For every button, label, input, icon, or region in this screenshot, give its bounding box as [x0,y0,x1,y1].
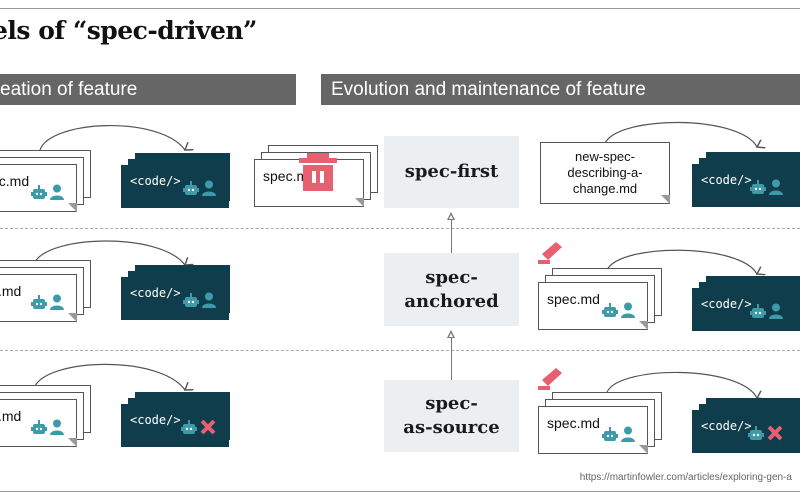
robot-icon [750,180,766,200]
source-url: https://martinfowler.com/articles/explor… [579,472,792,483]
robot-icon [602,303,618,323]
arrow-spec-to-code [39,125,185,150]
doc-sheet: spec.md [538,282,648,330]
authors [181,419,216,440]
diagram-title: vels of “spec-driven” [0,16,257,45]
doc-sheet: spec.md [538,406,648,454]
fold [68,438,77,447]
robot-icon [602,427,618,447]
fold [355,198,364,207]
doc-sheet: <code/> [121,165,229,208]
doc-sheet: c.md [0,274,77,322]
level-label: anchored [404,290,499,312]
doc-label: <code/> [701,419,752,433]
authors [750,179,783,200]
doc-sheet: <code/> [121,277,229,320]
person-icon [621,302,635,323]
fold [661,195,670,204]
person-icon [769,179,783,200]
level-label: spec- [425,266,478,288]
pencil-icon [538,242,562,264]
top-rule [0,8,800,9]
trash-icon [299,153,337,191]
person-icon [202,180,216,201]
doc-label: new-spec- [575,149,635,164]
pencil-icon [538,368,562,390]
person-icon [50,419,64,440]
doc-label: spec.md [547,415,600,431]
new-spec-doc: new-spec-describing-a-change.md [540,142,670,204]
level-spec-anchored: spec-anchored [384,253,519,326]
doc-sheet: c.md [0,399,77,447]
fold [68,313,77,322]
authors [31,294,64,315]
doc-label: <code/> [130,413,181,427]
level-label: as-source [403,417,500,438]
arrow-spec-to-code [34,363,185,390]
fold [639,445,648,454]
doc-label: <code/> [130,286,181,300]
arrow-spec-to-code [606,371,757,398]
authors [183,292,216,313]
phase-header-evolution: Evolution and maintenance of feature [321,74,800,105]
row-divider [0,350,800,351]
person-icon [769,303,783,324]
robot-icon [31,295,47,315]
phase-creation-label: eation of feature [0,79,138,100]
level-connector [451,220,452,253]
authors [748,425,783,446]
authors [602,302,635,323]
arrow-spec-to-code [606,249,757,274]
doc-label: describing-a- [567,165,643,180]
bottom-rule [0,491,800,492]
doc-label: c.md [0,408,22,424]
level-spec-as-source: spec-as-source [384,380,519,452]
person-icon [621,426,635,447]
doc-sheet: <code/> [121,404,229,447]
level-label: spec- [425,393,478,414]
row-divider [0,228,800,229]
doc-label: spec.m [263,168,309,184]
authors [31,184,64,205]
authors [31,419,64,440]
person-icon [202,292,216,313]
authors [602,426,635,447]
authors [750,303,783,324]
doc-label: change.md [572,181,638,196]
robot-icon [183,293,199,313]
robot-icon [31,420,47,440]
arrow-spec-to-code [604,121,757,147]
robot-icon [31,185,47,205]
robot-icon [748,426,764,446]
level-label: spec-first [404,161,499,182]
doc-label: c.md [0,283,22,299]
fold [639,321,648,330]
arrow-up-icon [447,330,455,338]
doc-sheet: <code/> [692,288,800,331]
level-spec-first: spec-first [384,136,519,208]
level-connector [451,338,452,380]
doc-sheet: <code/> [692,164,800,207]
doc-label: spec.md [547,291,600,307]
phase-header-creation: eation of feature [0,74,296,105]
doc-label: <code/> [130,174,181,188]
authors [183,180,216,201]
arrow-up-icon [447,212,455,220]
doc-label: <code/> [701,297,752,311]
x-icon [767,425,783,446]
person-icon [50,184,64,205]
robot-icon [750,304,766,324]
doc-sheet: ec.md [0,164,77,212]
x-icon [200,419,216,440]
phase-evolution-label: Evolution and maintenance of feature [331,79,646,100]
doc-sheet: <code/> [692,410,800,453]
robot-icon [183,181,199,201]
person-icon [50,294,64,315]
arrow-spec-to-code [34,240,185,265]
robot-icon [181,420,197,440]
doc-label: ec.md [0,173,30,189]
fold [68,203,77,212]
doc-label: <code/> [701,173,752,187]
